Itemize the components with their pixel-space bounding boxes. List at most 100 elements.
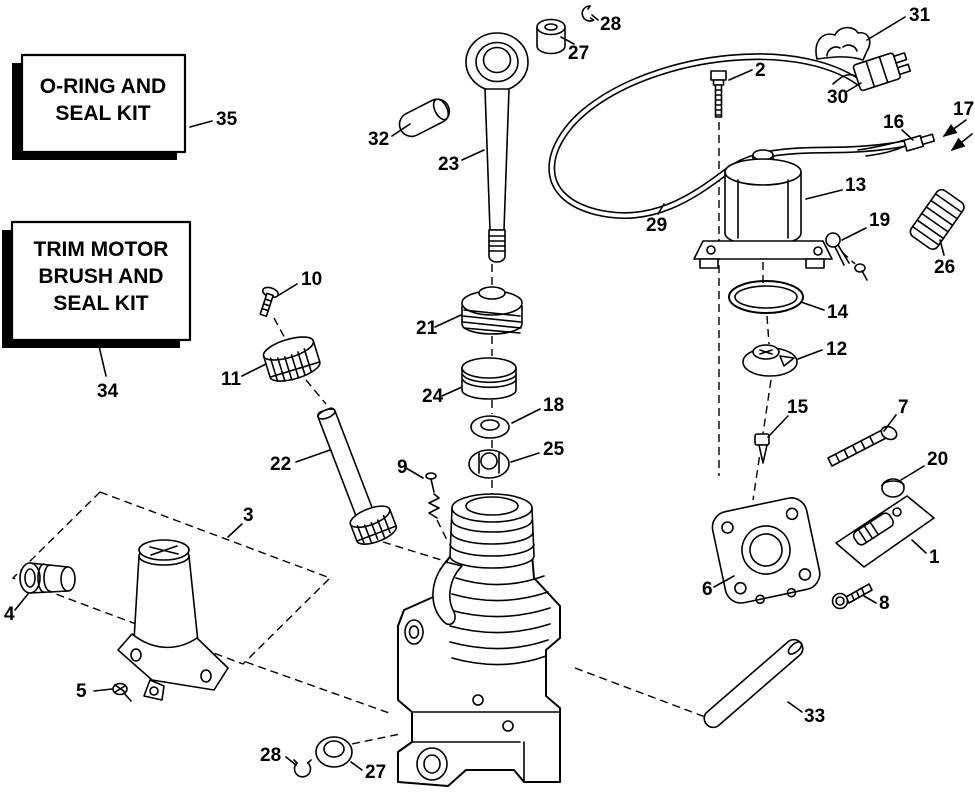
- part-shaft-rod: [465, 32, 529, 263]
- part-screw-10: [259, 286, 280, 318]
- part-ribbed-sleeve: [909, 188, 965, 250]
- callout-18: 18: [511, 395, 564, 424]
- part-cap-20: [881, 478, 905, 498]
- part-retaining-clip-top: [581, 5, 595, 22]
- callout-3-label: 3: [243, 505, 254, 526]
- part-screw-spring: [425, 472, 440, 519]
- part-bolt-8: [831, 583, 873, 610]
- kit-oring-line1: O-RING AND: [40, 75, 166, 98]
- callout-22: 22: [270, 449, 331, 475]
- callout-35-label: 35: [216, 109, 238, 130]
- callout-33: 33: [787, 701, 825, 727]
- kit-oring-line2: SEAL KIT: [55, 102, 150, 125]
- callout-30-label: 30: [827, 87, 848, 108]
- callout-7: 7: [883, 397, 909, 432]
- part-seal-bottom: [315, 736, 353, 768]
- callout-6-label: 6: [702, 579, 713, 600]
- callout-29: 29: [646, 203, 667, 236]
- callout-19: 19: [841, 210, 890, 241]
- callout-11: 11: [221, 363, 267, 390]
- callout-12-label: 12: [826, 339, 847, 360]
- callout-2-label: 2: [755, 60, 766, 81]
- callout-26-label: 26: [934, 257, 955, 278]
- callout-23: 23: [438, 149, 485, 175]
- callout-34: 34: [97, 345, 119, 402]
- callout-24: 24: [422, 386, 463, 407]
- callout-19-label: 19: [869, 210, 890, 231]
- part-tube-22: [317, 407, 398, 545]
- callout-2: 2: [728, 60, 766, 81]
- callout-32: 32: [368, 123, 411, 150]
- callout-30: 30: [827, 82, 862, 108]
- part-bracket-clamp: [815, 26, 871, 61]
- part-bushing-top: [536, 18, 566, 55]
- kit-trim-line3: SEAL KIT: [53, 292, 148, 315]
- callout-11-label: 11: [221, 369, 242, 390]
- part-screw-5: [112, 682, 132, 702]
- part-screw-2: [710, 70, 727, 118]
- callout-29-label: 29: [646, 215, 667, 236]
- part-pump-body: [711, 497, 821, 605]
- part-clip-bottom: [293, 759, 312, 778]
- callout-7-label: 7: [898, 397, 909, 418]
- callout-27-bottom-label: 27: [365, 762, 386, 783]
- part-wire-harness: [548, 53, 909, 220]
- part-reservoir: [117, 539, 229, 701]
- callout-6: 6: [702, 575, 735, 600]
- callout-35: 35: [189, 109, 238, 130]
- callout-17: 17: [953, 99, 974, 120]
- callout-16-label: 16: [883, 112, 904, 133]
- callout-4: 4: [4, 593, 29, 625]
- callout-5: 5: [76, 681, 113, 702]
- part-bolt-7: [827, 425, 898, 467]
- callout-20: 20: [900, 449, 948, 481]
- callout-4-label: 4: [4, 604, 15, 625]
- callout-17-label: 17: [953, 99, 974, 120]
- part-pin: [398, 98, 451, 138]
- callout-25-label: 25: [543, 439, 565, 460]
- part-ribbed-bushing: [262, 336, 321, 382]
- part-manifold-plate: [835, 495, 935, 568]
- part-nut: [468, 449, 510, 479]
- callout-15-label: 15: [787, 397, 809, 418]
- kit-trim-line1: TRIM MOTOR: [34, 238, 169, 261]
- part-cotter-pin: [825, 232, 868, 281]
- callout-10: 10: [278, 269, 322, 296]
- part-piston: [461, 357, 517, 400]
- callout-8: 8: [863, 593, 890, 614]
- callout-25: 25: [510, 439, 565, 463]
- callout-27-top: 27: [560, 36, 589, 64]
- part-wire-terminal: [857, 119, 973, 157]
- callout-12: 12: [797, 339, 847, 360]
- part-washer: [470, 415, 510, 439]
- callout-1-label: 1: [929, 547, 940, 568]
- part-cylinder-body: [397, 493, 561, 787]
- callout-31-label: 31: [909, 5, 931, 26]
- callout-28-bottom: 28: [260, 745, 297, 766]
- callout-24-label: 24: [422, 386, 444, 407]
- callout-21: 21: [416, 314, 462, 339]
- callout-9-label: 9: [397, 457, 408, 478]
- callout-31: 31: [866, 5, 931, 41]
- part-trim-motor: [693, 149, 833, 269]
- callout-34-label: 34: [97, 381, 119, 402]
- part-oring-large: [728, 280, 804, 314]
- callout-5-label: 5: [76, 681, 87, 702]
- callout-14-label: 14: [827, 302, 849, 323]
- callout-10-label: 10: [301, 269, 322, 290]
- part-sleeve-4: [19, 562, 76, 594]
- callout-13: 13: [805, 175, 866, 200]
- callout-21-label: 21: [416, 318, 438, 339]
- callout-23-label: 23: [438, 154, 459, 175]
- part-pivot-rod: [703, 638, 804, 729]
- callout-3: 3: [227, 505, 254, 538]
- callout-8-label: 8: [879, 593, 890, 614]
- callout-13-label: 13: [845, 175, 866, 196]
- callout-18-label: 18: [543, 395, 564, 416]
- callout-1: 1: [911, 539, 940, 568]
- callout-14: 14: [800, 301, 849, 323]
- callout-33-label: 33: [804, 706, 825, 727]
- callout-27-bottom: 27: [350, 761, 386, 783]
- callout-26: 26: [934, 239, 955, 278]
